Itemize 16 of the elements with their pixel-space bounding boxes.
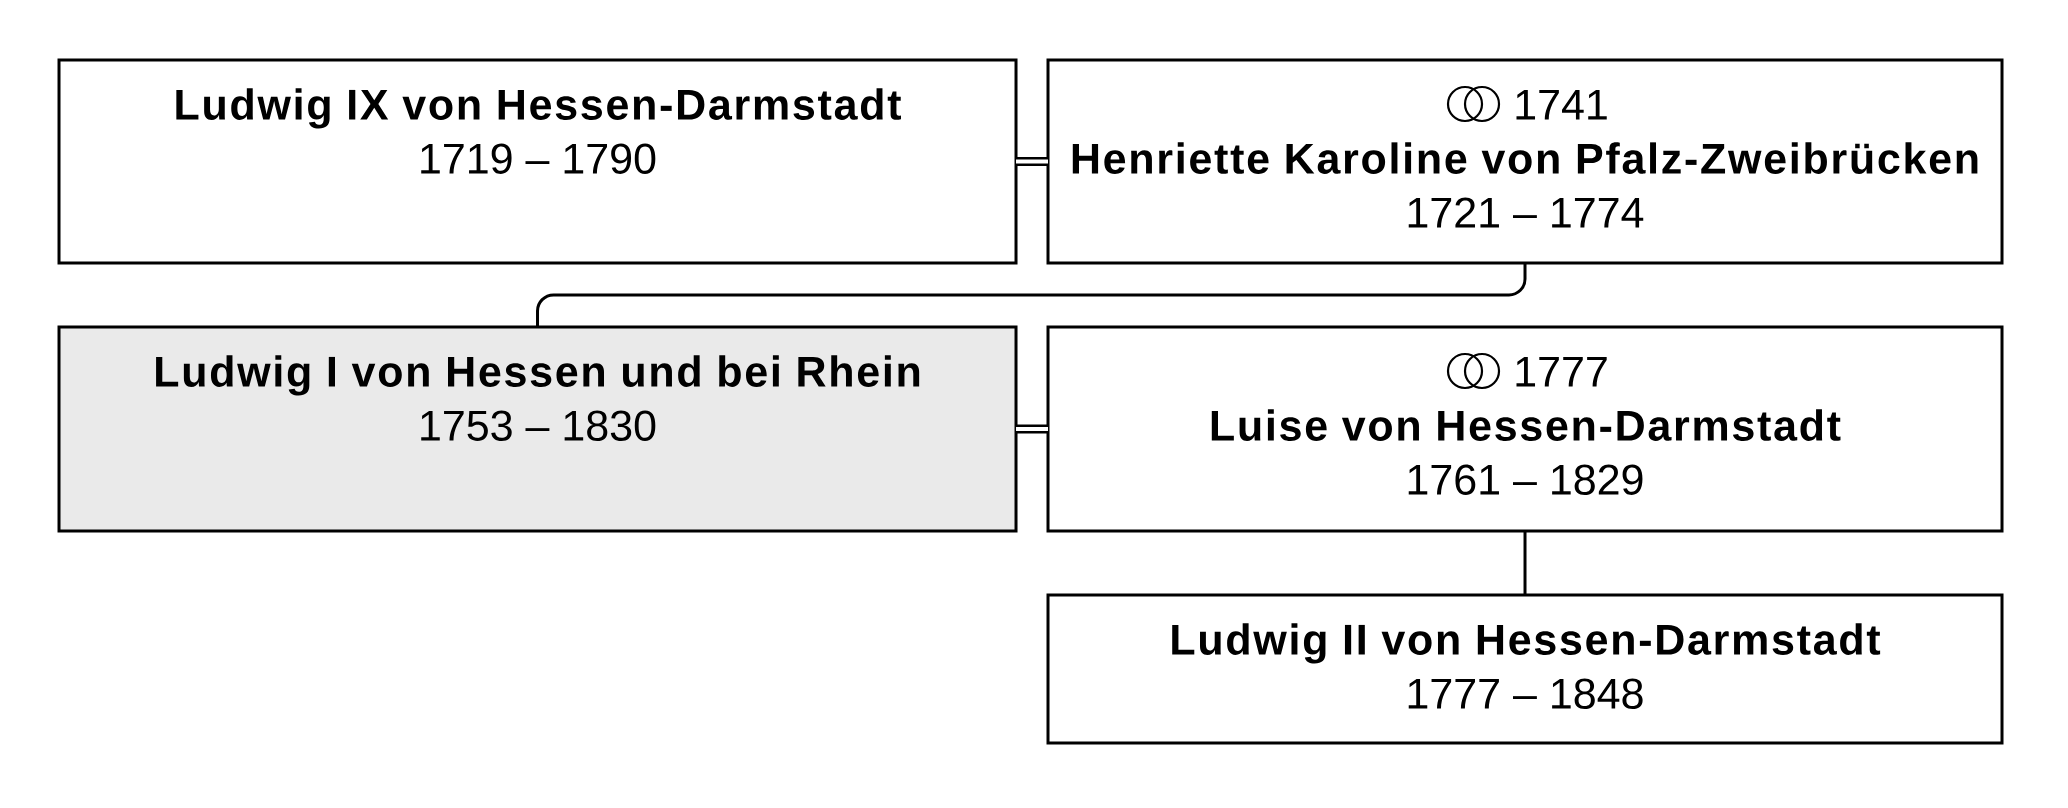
life-dates: 1753 – 1830 — [421, 410, 656, 441]
marriage-year: 1777 — [1516, 356, 1607, 387]
life-dates: 1761 – 1829 — [1408, 464, 1643, 495]
person-name: Ludwig I von Hessen und bei Rhein — [156, 355, 920, 396]
person-name: Ludwig II von Hessen-Darmstadt — [1172, 623, 1881, 664]
life-dates: 1719 – 1790 — [421, 143, 656, 174]
person-name: Ludwig IX von Hessen-Darmstadt — [176, 88, 901, 129]
person-name: Luise von Hessen-Darmstadt — [1211, 409, 1841, 441]
person-name: Henriette Karoline von Pfalz-Zweibrücken — [1072, 142, 1978, 174]
marriage-year: 1741 — [1516, 89, 1607, 120]
double-line — [1016, 424, 1048, 434]
life-dates: 1721 – 1774 — [1408, 197, 1644, 228]
life-dates: 1777 – 1848 — [1408, 678, 1643, 709]
connector-line — [1523, 531, 1527, 595]
connector-line — [536, 263, 1527, 327]
double-line — [1016, 157, 1048, 166]
